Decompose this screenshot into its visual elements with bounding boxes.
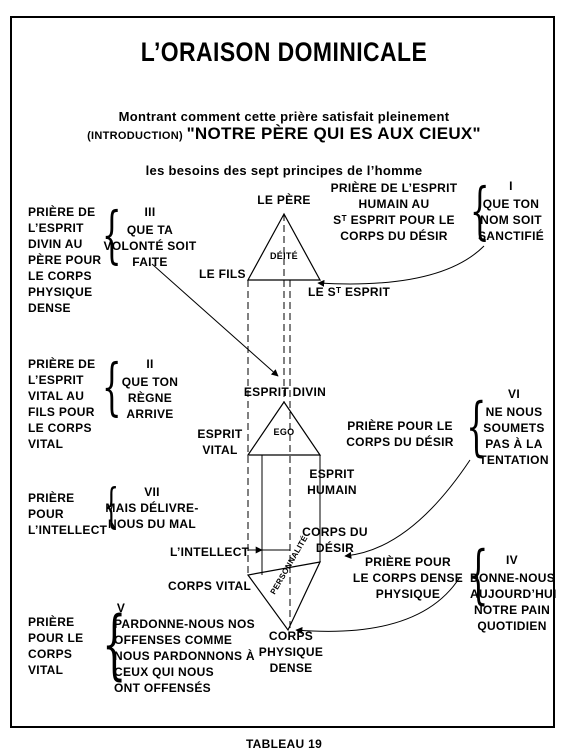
brace-1: { [469, 174, 490, 247]
brace-4: { [468, 538, 489, 612]
table-caption: TABLEAU 19 [245, 737, 323, 751]
label-life-spirit: ESPRIT VITAL [197, 427, 243, 457]
petition-1-text: QUE TON NOM SOIT SANCTIFIÉ [477, 197, 545, 243]
label-human-spirit: ESPRIT HUMAIN [307, 467, 357, 497]
petition-1-number: I [509, 179, 513, 193]
petition-3-prayer: PRIÈRE DE L’ESPRIT DIVIN AU PÈRE POUR LE… [28, 205, 102, 315]
petition-5-number: V [116, 601, 126, 615]
petition-5-prayer: PRIÈRE POUR LE CORPS VITAL [28, 615, 84, 677]
petition-4-text: DONNE-NOUS AUJOURD’HUI NOTRE PAIN QUOTID… [470, 571, 557, 633]
brace-5: { [102, 599, 127, 688]
personality-triangle [246, 561, 322, 632]
petition-4-number: IV [506, 553, 518, 567]
label-ego: EGO [273, 427, 295, 437]
label-holy-spirit: LE Sᵀ ESPRIT [308, 285, 391, 299]
petition-2-prayer: PRIÈRE DE L’ESPRIT VITAL AU FILS POUR LE… [28, 357, 96, 451]
petition-6-prayer: PRIÈRE POUR LE CORPS DU DÉSIR [346, 419, 454, 449]
arrow-petition-4 [295, 576, 461, 634]
brace-6: { [466, 390, 487, 464]
arrow-petition-1 [317, 245, 485, 287]
label-son: LE FILS [199, 267, 246, 281]
introduction-text: "NOTRE PÈRE QUI ES AUX CIEUX" [186, 124, 481, 143]
petition-2-number: II [146, 357, 154, 371]
petition-7-number: VII [144, 485, 160, 499]
petition-1-prayer: PRIÈRE DE L’ESPRIT HUMAIN AU Sᵀ ESPRIT P… [330, 181, 458, 243]
brace-2: { [101, 350, 122, 423]
petition-7-text: MAIS DÉLIVRE- NOUS DU MAL [105, 501, 199, 531]
petition-2-text: QUE TON RÈGNE ARRIVE [121, 375, 179, 421]
petition-6-text: NE NOUS SOUMETS PAS À LA TENTATION [479, 405, 549, 467]
subtitle-line-2: les besoins des sept principes de l’homm… [145, 163, 423, 178]
petition-6-number: VI [508, 387, 520, 401]
label-divine-spirit: ESPRIT DIVIN [243, 385, 327, 399]
introduction-prefix: (INTRODUCTION) [87, 130, 183, 142]
petition-7-prayer: PRIÈRE POUR L’INTELLECT [28, 491, 108, 537]
page-title: L’ORAISON DOMINICALE [140, 37, 428, 67]
label-intellect: L’INTELLECT [170, 545, 250, 559]
diagram-frame [10, 16, 555, 728]
brace-3: { [101, 198, 122, 271]
label-vital-body: CORPS VITAL [168, 579, 252, 593]
label-deity: DÉITÉ [269, 251, 298, 261]
ego-triangle [246, 400, 322, 456]
label-father: LE PÈRE [257, 193, 311, 207]
arrow-petition-6 [344, 459, 471, 559]
petition-4-prayer: PRIÈRE POUR LE CORPS DENSE PHYSIQUE [352, 555, 464, 601]
brace-7: { [103, 478, 119, 534]
petition-3-number: III [144, 205, 156, 219]
page-subtitle: Montrant comment cette prière satisfait … [0, 72, 568, 216]
arrow-petition-3 [151, 263, 279, 377]
introduction: (INTRODUCTION) "NOTRE PÈRE QUI ES AUX CI… [0, 124, 568, 144]
subtitle-line-1: Montrant comment cette prière satisfait … [118, 109, 450, 124]
label-desire-body: CORPS DU DÉSIR [302, 525, 368, 555]
petition-5-text: PARDONNE-NOUS NOS OFFENSES COMME NOUS PA… [114, 617, 255, 695]
label-dense-body: CORPS PHYSIQUE DENSE [258, 629, 324, 675]
petition-3-text: QUE TA VOLONTÉ SOIT FAITE [103, 223, 197, 269]
